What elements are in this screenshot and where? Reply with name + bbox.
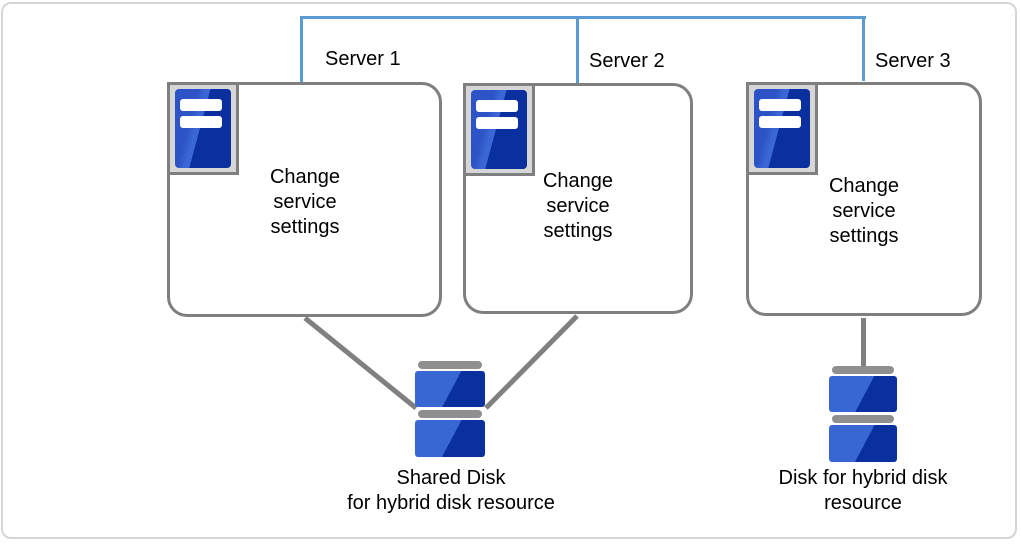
- network-drop-line-server1: [300, 16, 303, 83]
- disk-cap: [832, 366, 894, 374]
- server-icon: [463, 83, 535, 176]
- server-icon: [746, 82, 818, 175]
- disk-platter: [829, 425, 897, 462]
- server-icon-panel: [175, 89, 231, 168]
- server-icon-bay: [759, 116, 801, 128]
- disk-platter: [415, 371, 485, 407]
- disk-platter: [415, 420, 485, 457]
- disk-cap: [418, 361, 482, 369]
- server-icon-bay: [476, 117, 518, 129]
- server-1-label: Server 1: [325, 48, 401, 70]
- server-1-box: [167, 82, 442, 317]
- server-3-label: Server 3: [875, 50, 951, 72]
- hybrid-disk-icon: [829, 366, 897, 462]
- disk-cap: [418, 410, 482, 418]
- network-line-horizontal: [300, 16, 866, 19]
- network-drop-line-server2: [576, 16, 579, 84]
- disk-platter: [829, 376, 897, 412]
- server-2-label: Server 2: [589, 50, 665, 72]
- shared-disk-caption: Shared Disk for hybrid disk resource: [347, 467, 555, 514]
- server-icon-panel: [471, 90, 527, 169]
- server-icon-bay: [180, 99, 222, 111]
- server-icon: [167, 82, 239, 175]
- network-drop-line-server3: [862, 16, 865, 81]
- server-icon-bay: [759, 99, 801, 111]
- hybrid-disk-caption: Disk for hybrid disk resource: [778, 467, 948, 514]
- server-icon-bay: [476, 100, 518, 112]
- server-1-service-text: Change service settings: [269, 166, 341, 238]
- server-icon-panel: [754, 89, 810, 168]
- server-icon-bay: [180, 116, 222, 128]
- disk-cap: [832, 415, 894, 423]
- server-2-service-text: Change service settings: [542, 170, 614, 242]
- server-3-service-text: Change service settings: [828, 175, 900, 247]
- shared-disk-icon: [415, 361, 485, 457]
